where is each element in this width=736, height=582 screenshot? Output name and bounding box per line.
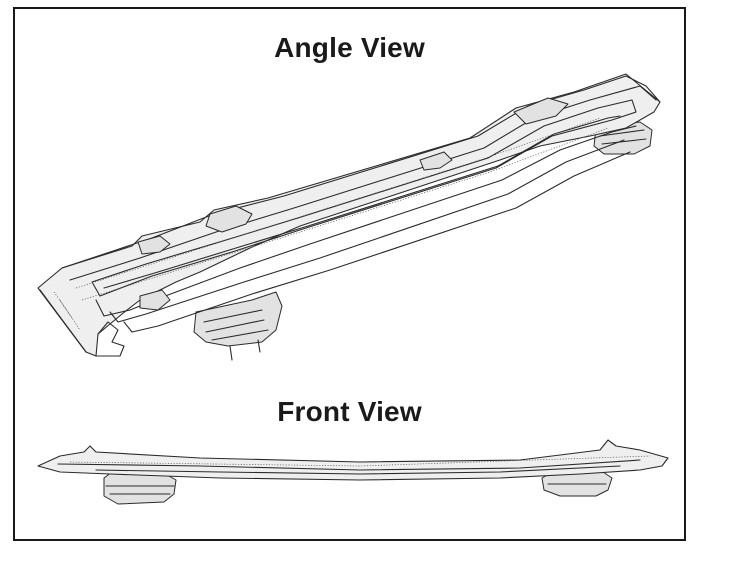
angle-bar-bosses bbox=[137, 97, 569, 311]
front-bar-profile bbox=[37, 439, 669, 481]
front-view-illustration bbox=[37, 439, 669, 505]
angle-bar-channels bbox=[91, 99, 637, 333]
front-view-label: Front View bbox=[277, 396, 422, 427]
angle-bar-texture bbox=[53, 117, 609, 331]
angle-bar-top-face bbox=[61, 75, 657, 281]
angle-view-label: Angle View bbox=[274, 32, 425, 63]
front-right-mount-bracket bbox=[541, 469, 613, 497]
angle-bar-outer-plate bbox=[37, 73, 661, 357]
front-left-mount-bracket bbox=[103, 471, 177, 505]
angle-left-mount-bracket bbox=[193, 291, 283, 361]
angle-bar-end-details bbox=[39, 75, 661, 357]
angle-view-illustration bbox=[37, 73, 661, 361]
